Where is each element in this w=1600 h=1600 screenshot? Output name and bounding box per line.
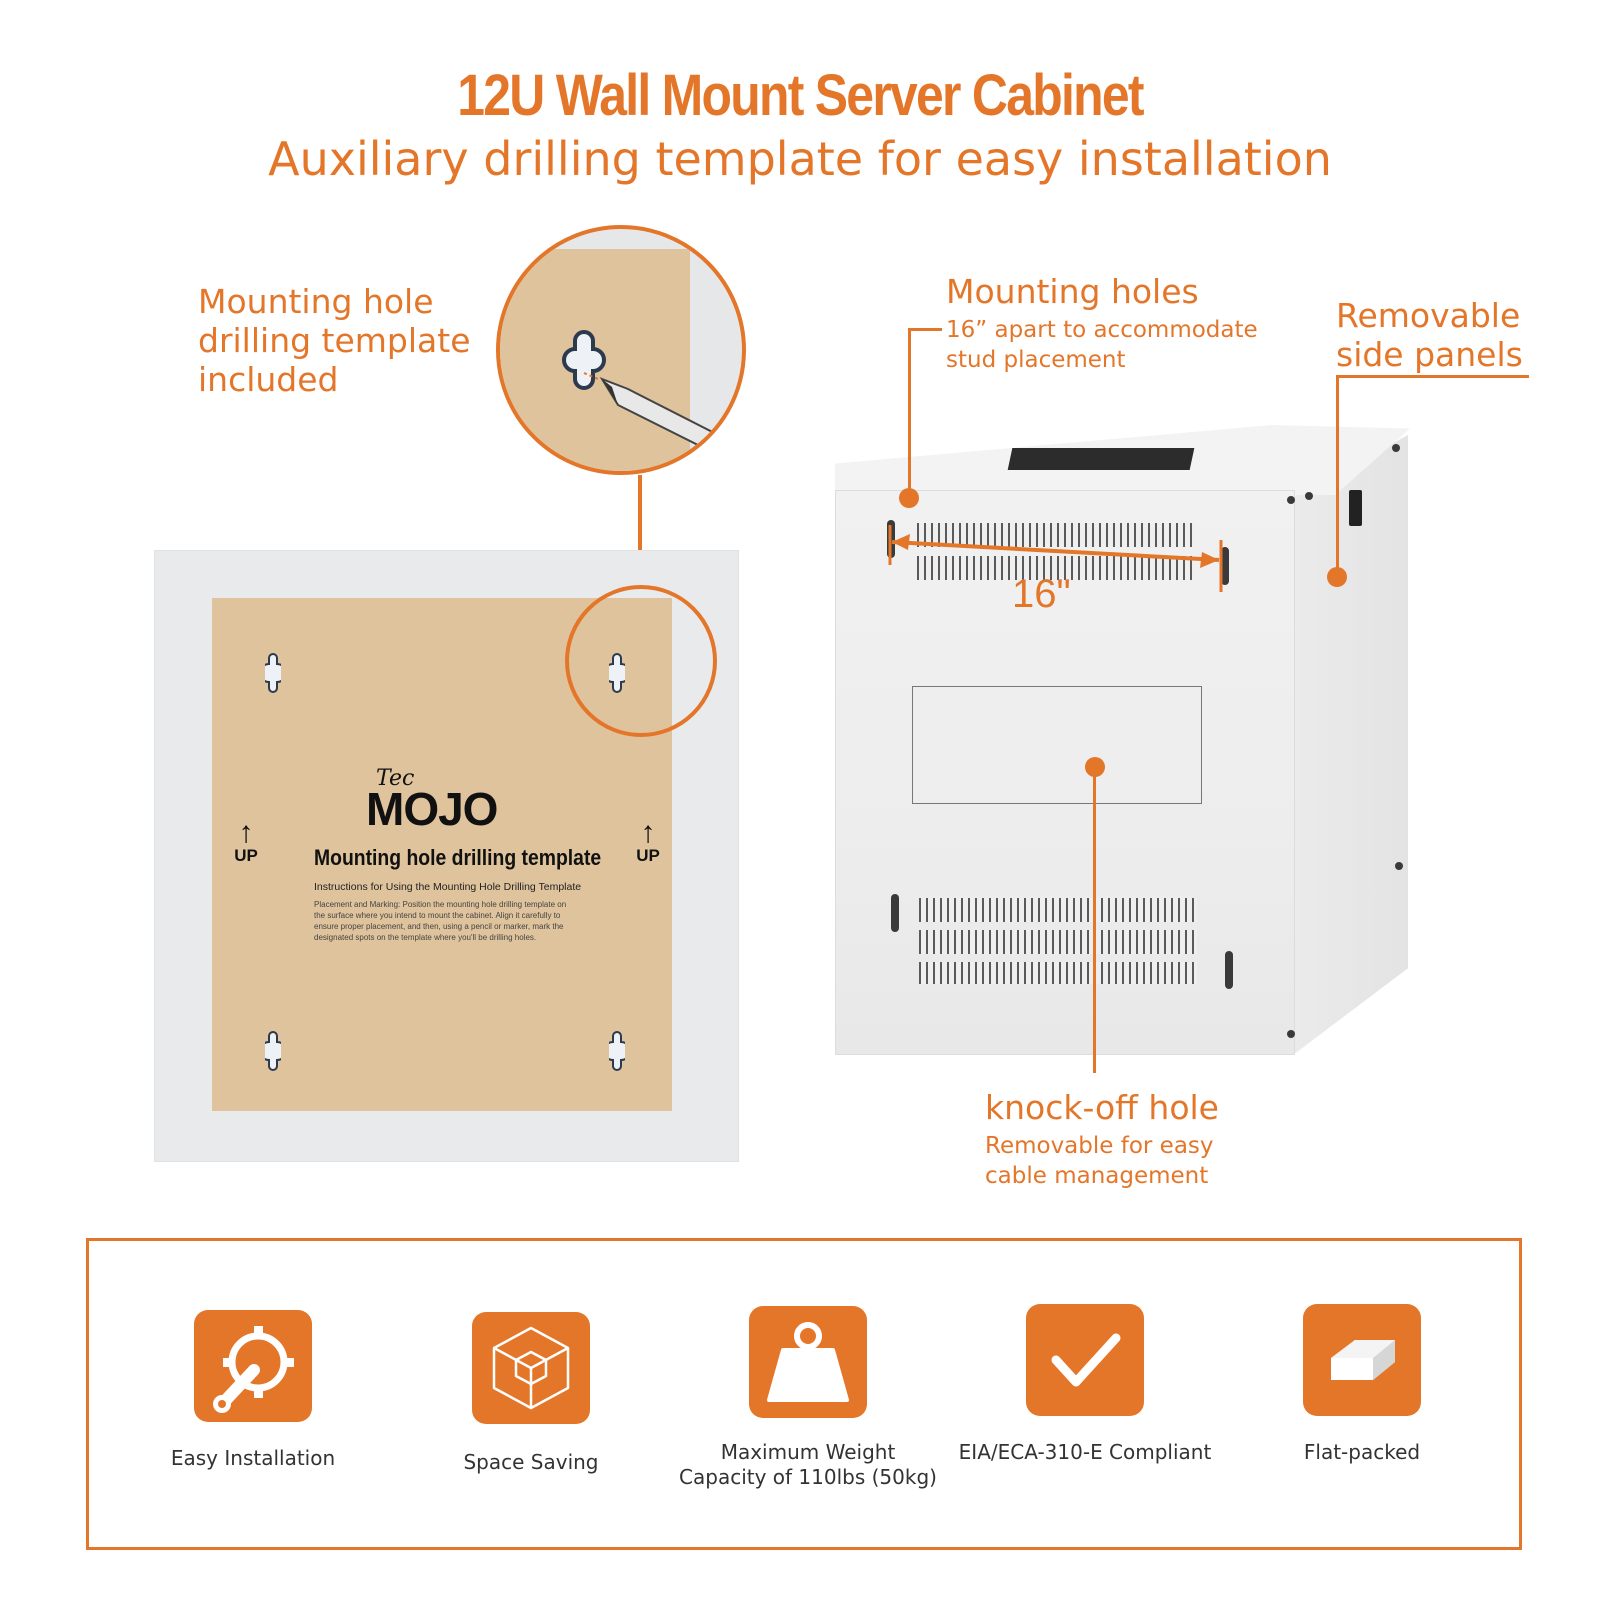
feature-label: Easy Installation [170,1446,336,1470]
keyhole-icon [265,653,281,693]
cabinet-screw [1305,492,1313,500]
cabinet-screw [1395,862,1403,870]
brand-logo-small: Tec [376,766,415,791]
knockoff-heading: knock-off hole [985,1088,1219,1127]
feature-label: Flat-packed [1303,1440,1421,1464]
cabinet-screw [1392,444,1400,452]
knockout-panel [912,686,1202,804]
bottom-vent-row [919,898,1197,922]
side-panels-leader [1336,375,1529,378]
top-vent-row [917,556,1195,580]
features-panel [86,1238,1522,1550]
feature-label: Maximum Weight Capacity of 110lbs (50kg) [679,1440,937,1489]
checkmark-icon [1026,1304,1144,1416]
feature-label: Space Saving [463,1450,599,1474]
dimension-arrow [888,525,1223,592]
cabinet-front [835,490,1295,1055]
cabinet-side-panel [1293,435,1408,1055]
page-title: 12U Wall Mount Server Cabinet [457,63,1144,128]
up-arrow-icon: ↑ [238,816,254,849]
side-lock-switch [1349,490,1362,526]
template-zoom-circle [496,225,746,475]
keyhole-highlight-circle [565,585,717,737]
mounting-holes-detail: 16” apart to accommodate stud placement [946,317,1258,373]
side-panels-callout: Removable side panels [1336,296,1523,374]
top-vent-row [917,523,1195,547]
keyhole-icon [265,1031,281,1071]
page-subtitle: Auxiliary drilling template for easy ins… [268,132,1332,186]
weight-icon [749,1306,867,1418]
mounting-holes-leader [908,328,911,492]
knockoff-leader [1093,767,1096,1073]
bottom-vent-row [919,962,1197,984]
template-callout: Mounting hole drilling template included [198,282,471,399]
mounting-slot [1225,951,1233,989]
mounting-holes-heading: Mounting holes [946,272,1199,311]
cabinet-fan-cutout [1007,448,1195,470]
template-card-title: Mounting hole drilling template [314,845,602,870]
template-card-body: Placement and Marking: Position the moun… [314,900,567,942]
bottom-vent-row [919,930,1197,954]
cabinet-screw [1287,496,1295,504]
template-card-subtitle: Instructions for Using the Mounting Hole… [314,881,582,893]
flat-box-icon [1303,1304,1421,1416]
side-panels-leader [1336,375,1339,575]
cube-icon [472,1312,590,1424]
pencil-marking-illustration [500,249,732,471]
cabinet-screw [1287,1030,1295,1038]
up-indicator-left: ↑ UP [226,816,266,866]
dimension-label: 16" [1012,572,1071,616]
mounting-slot [891,894,899,932]
up-indicator-right: ↑ UP [628,816,668,866]
mounting-slot [1221,547,1229,585]
keyhole-icon [609,1031,625,1071]
knockoff-detail: Removable for easy cable management [985,1133,1214,1189]
wrench-gear-icon [194,1310,312,1422]
up-arrow-icon: ↑ [640,816,656,849]
mounting-holes-marker [899,488,919,508]
brand-logo: MOJO [366,783,498,835]
zoom-connector-line [638,475,642,587]
mounting-holes-leader [908,328,942,331]
feature-label: EIA/ECA-310-E Compliant [958,1440,1212,1464]
side-panels-marker [1327,567,1347,587]
